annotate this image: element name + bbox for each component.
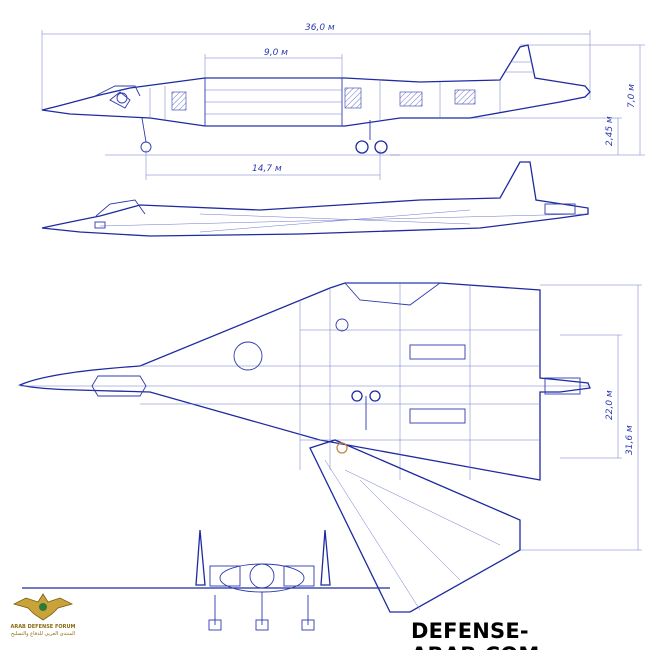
arab-defense-forum-logo: ARAB DEFENSE FORUM المنتدى العربي للدفاع… [4,590,82,646]
dim-overall-length: 36,0 м [305,23,335,33]
dim-wheelbase: 14,7 м [252,164,282,174]
dim-span-outer: 31,6 м [625,425,635,455]
side-profile-view [41,161,589,237]
logo-text: ARAB DEFENSE FORUM [10,624,76,630]
pivot-marker [336,442,348,454]
site-watermark: DEFENSE-ARAB.COM [411,619,539,650]
dim-bay-length: 9,0 м [264,48,288,58]
dim-gear-height: 2,45 м [605,116,615,146]
dim-span-inner: 22,0 м [605,390,615,420]
dim-height: 7,0 м [627,84,637,108]
logo-subtext: المنتدى العربي للدفاع والتسليح [10,631,76,637]
front-view [22,529,390,631]
eagle-emblem-icon [12,593,74,621]
dimension-lines [41,30,645,551]
plan-view [18,282,591,613]
side-cutaway-view [41,44,591,156]
